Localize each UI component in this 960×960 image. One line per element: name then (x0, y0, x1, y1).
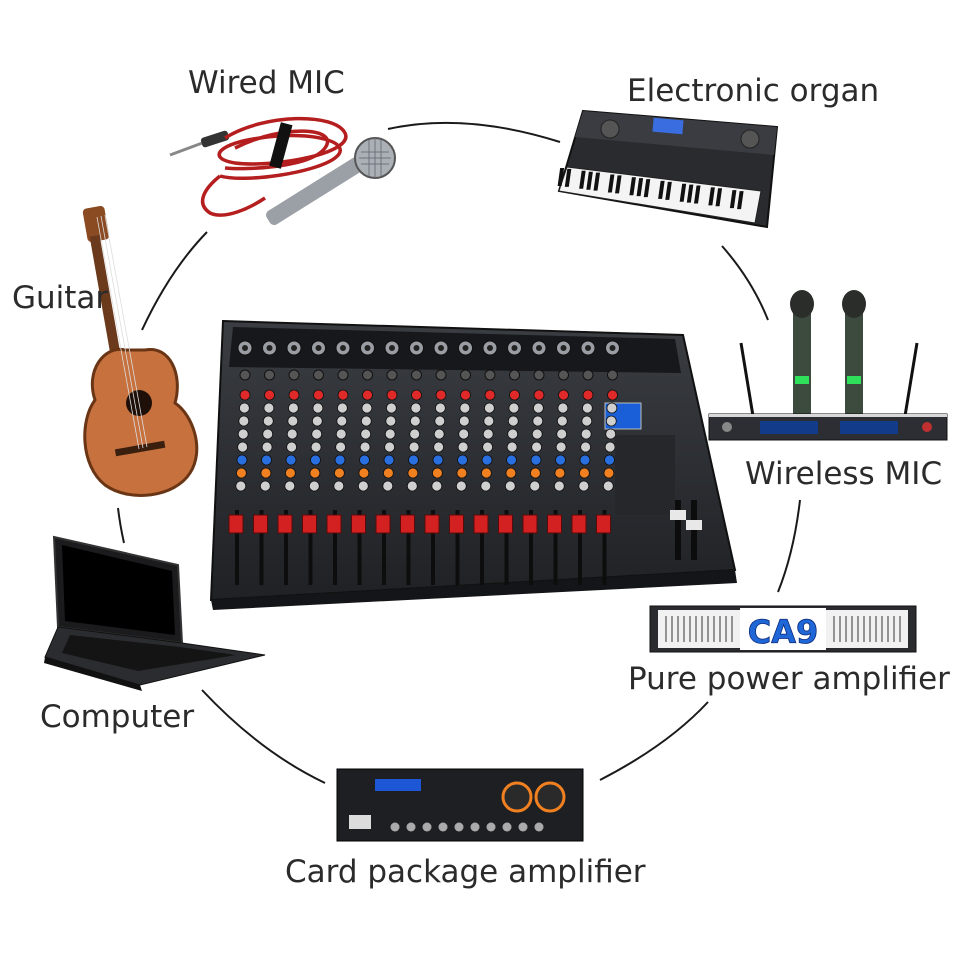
wired-mic-image (169, 116, 396, 226)
label-electronic-organ: Electronic organ (627, 73, 880, 109)
arc-cardamp-computer (201, 689, 326, 784)
arc-poweramp-cardamp (599, 701, 709, 781)
wireless-mic-image (708, 290, 948, 441)
label-card-package-amplifier: Card package amplifier (285, 854, 646, 890)
label-computer: Computer (40, 699, 195, 735)
arc-organ-wirelessmic (721, 245, 769, 321)
label-guitar: Guitar (12, 280, 109, 316)
label-pure-power-amplifier: Pure power amplifier (628, 661, 950, 697)
guitar-image (82, 205, 199, 497)
arc-computer-guitar (117, 507, 125, 544)
mixer-channel-strips (228, 389, 618, 585)
label-wireless-mic: Wireless MIC (745, 456, 943, 492)
power-amplifier-logo: CA9 (748, 613, 819, 651)
mixer-input-jacks (237, 340, 620, 381)
power-amplifier-image: CA9 (649, 605, 917, 653)
label-wired-mic: Wired MIC (188, 65, 345, 101)
electronic-organ-image (557, 109, 779, 229)
laptop-computer-image (44, 535, 266, 691)
mixer-master-section (615, 435, 702, 560)
karaoke-amplifier-image (336, 768, 584, 842)
organ-black-keys (557, 168, 744, 210)
arc-wiredmic-organ (387, 121, 561, 143)
arc-wirelessmic-poweramp (777, 499, 801, 593)
audio-mixer-image (209, 319, 737, 610)
arc-guitar-wiredmic (141, 231, 208, 331)
